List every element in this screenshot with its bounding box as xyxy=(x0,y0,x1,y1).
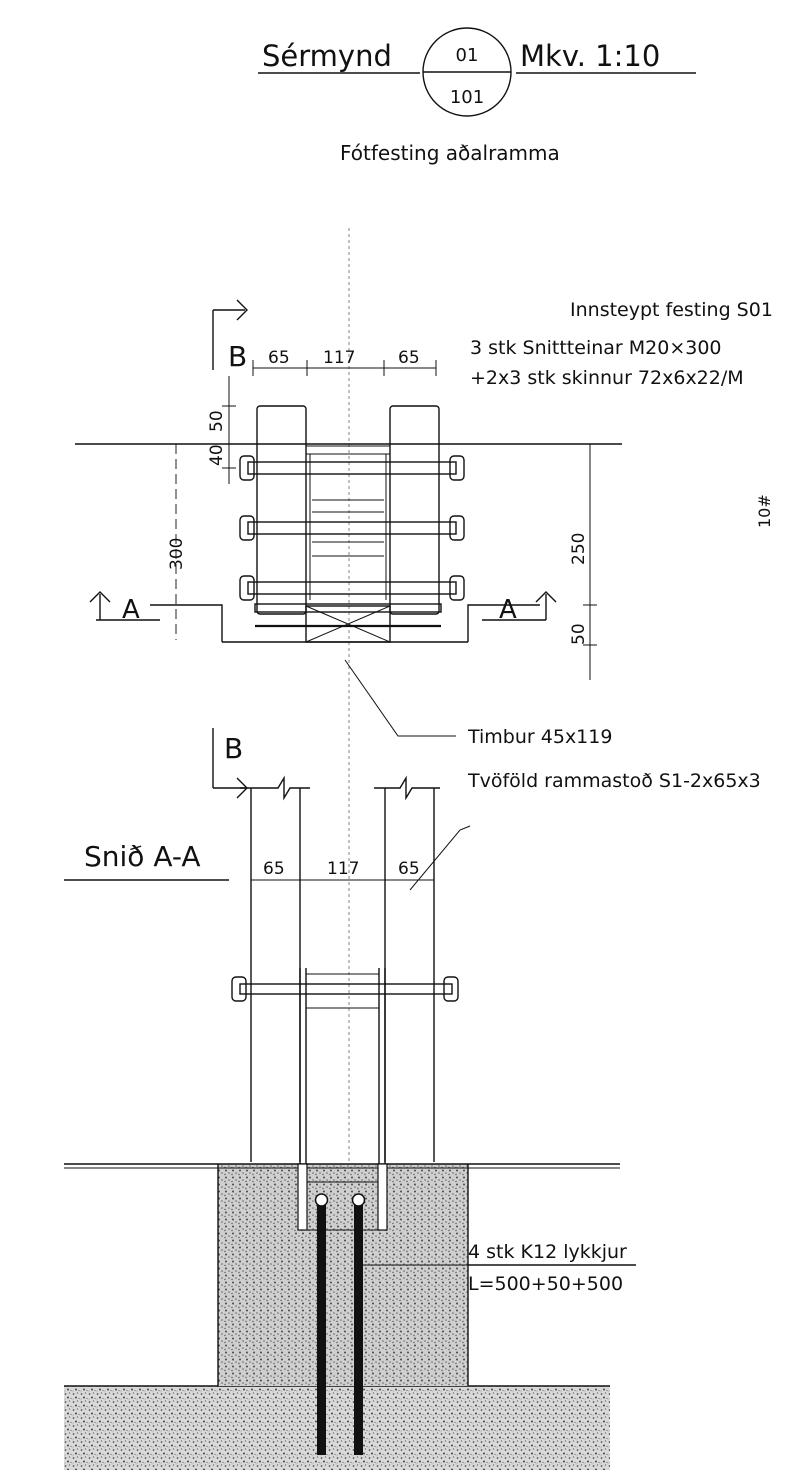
section-aa-view: B Snið A-A 65 117 65 xyxy=(64,728,636,1470)
dim-sec-left: 65 xyxy=(263,859,285,879)
dim-top-left: 65 xyxy=(268,348,290,368)
post-left xyxy=(256,405,307,615)
detail-title: Sérmynd xyxy=(262,39,392,73)
section-b-top-marker: B xyxy=(212,299,248,373)
dim-top-50: 50 xyxy=(207,410,227,432)
section-b-bottom-label: B xyxy=(224,732,243,765)
dim-left-300: 300 xyxy=(167,538,187,570)
concrete-footing xyxy=(218,1164,468,1386)
label-timber: Timbur 45x119 xyxy=(467,726,612,748)
section-b-bottom-marker: B xyxy=(212,728,248,799)
label-embedded-fixing: Innsteypt festing S01 xyxy=(570,299,773,321)
section-title: Snið A-A xyxy=(84,840,201,873)
section-a-right-marker: A xyxy=(482,591,557,625)
label-rebar: 4 stk K12 lykkjur xyxy=(468,1241,627,1263)
dim-top-40: 40 xyxy=(207,444,227,466)
bolt-row-2 xyxy=(239,515,465,541)
bolt-row-1 xyxy=(239,455,465,481)
dim-right-250: 250 xyxy=(569,533,589,565)
post-right xyxy=(389,405,440,615)
timber-block xyxy=(222,603,468,643)
label-bolts: 3 stk Snittteinar M20×300 xyxy=(470,337,722,359)
dim-sec-right: 65 xyxy=(398,859,420,879)
detail-subtitle: Fótfesting aðalramma xyxy=(340,141,560,165)
section-bolt xyxy=(231,976,459,1002)
bolt-row-3 xyxy=(239,575,465,601)
section-a-left-marker: A xyxy=(89,591,160,625)
dim-right-50: 50 xyxy=(569,623,589,645)
label-rebar-length: L=500+50+500 xyxy=(468,1273,623,1295)
section-a-right-label: A xyxy=(499,595,517,625)
elevation-view: B 65 117 65 xyxy=(75,299,622,737)
title-block: Sérmynd 01 101 Mkv. 1:10 Fótfesting aðal… xyxy=(258,27,696,165)
section-a-left-label: A xyxy=(122,595,140,625)
rebar-loops xyxy=(314,1193,366,1455)
sheet-number: 101 xyxy=(450,87,484,108)
section-b-top-label: B xyxy=(228,340,247,373)
scale-label: Mkv. 1:10 xyxy=(520,39,660,73)
dim-sec-mid: 117 xyxy=(327,859,359,879)
label-side-mark: 10# xyxy=(755,494,774,528)
detail-number: 01 xyxy=(456,45,479,66)
dim-top-mid: 117 xyxy=(323,348,355,368)
ground-slab xyxy=(64,1386,610,1470)
dim-top-right: 65 xyxy=(398,348,420,368)
label-plates: +2x3 stk skinnur 72x6x22/M xyxy=(470,367,744,389)
label-double-post: Tvöföld rammastoð S1-2x65x3 xyxy=(467,770,761,792)
